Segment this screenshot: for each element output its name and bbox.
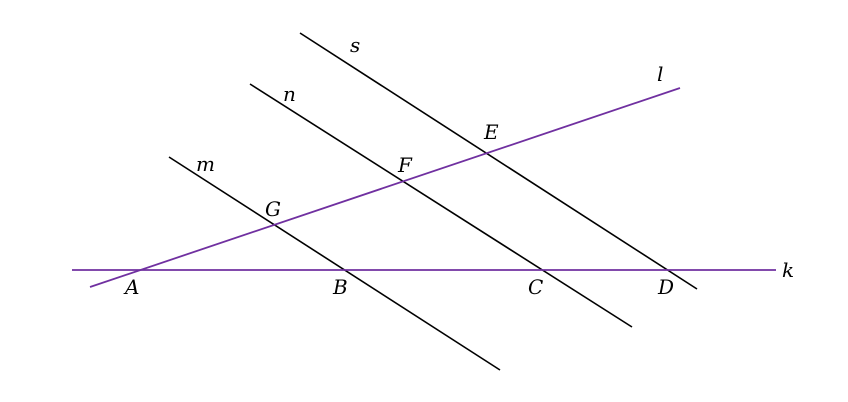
line-l (89, 87, 681, 288)
label-line-m: m (196, 152, 215, 176)
label-point-C: C (528, 275, 543, 299)
label-point-D: D (657, 275, 674, 299)
label-point-A: A (123, 275, 139, 299)
line-m (168, 156, 501, 371)
label-point-F: F (397, 153, 413, 177)
label-point-G: G (265, 197, 281, 221)
label-line-n: n (283, 82, 296, 106)
label-point-E: E (483, 120, 499, 144)
line-s (299, 32, 698, 290)
line-n (249, 83, 633, 328)
label-line-k: k (782, 258, 794, 282)
label-line-s: s (350, 33, 360, 57)
label-line-l: l (657, 62, 663, 86)
label-point-B: B (332, 275, 348, 299)
